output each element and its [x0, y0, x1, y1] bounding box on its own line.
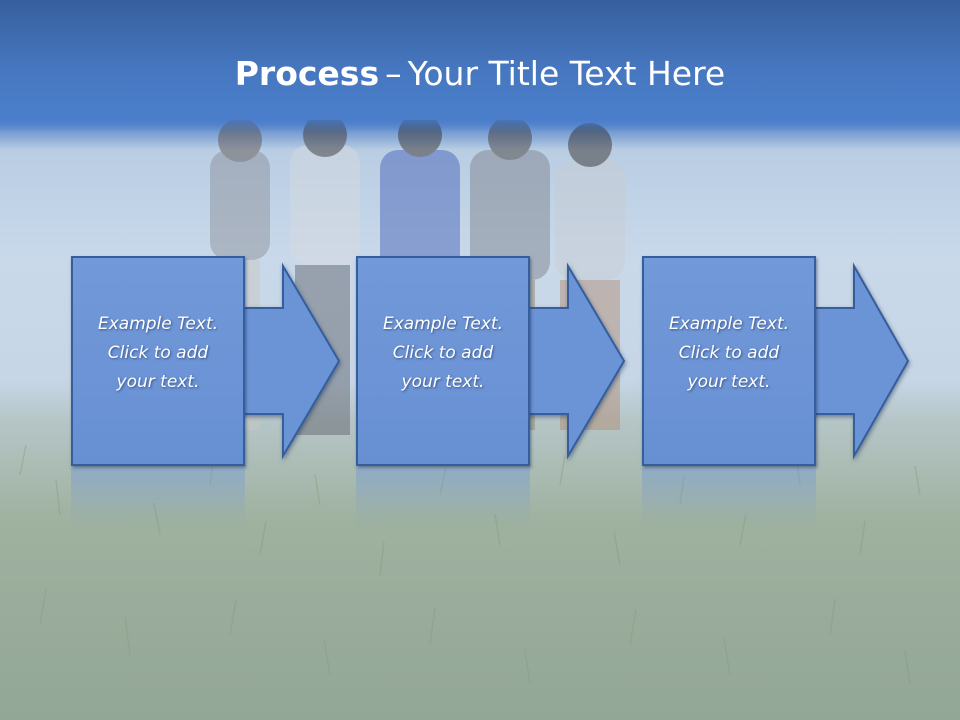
step-text-line: your text. — [116, 372, 200, 392]
step-box[interactable] — [642, 256, 816, 466]
step-text-line: Example Text. — [382, 314, 504, 334]
step-text-line: Click to add — [392, 343, 494, 363]
step-text[interactable]: Example Text. Click to add your text. — [356, 310, 530, 397]
right-arrow-icon — [811, 262, 910, 460]
step-text-line: your text. — [687, 372, 771, 392]
step-text-line: Example Text. — [668, 314, 790, 334]
slide-title[interactable]: Process–Your Title Text Here — [0, 52, 960, 96]
step-text[interactable]: Example Text. Click to add your text. — [71, 310, 245, 397]
process-step-2[interactable]: Example Text. Click to add your text. — [356, 256, 626, 526]
process-step-3[interactable]: Example Text. Click to add your text. — [642, 256, 912, 526]
title-band — [0, 0, 960, 132]
step-text[interactable]: Example Text. Click to add your text. — [642, 310, 816, 397]
step-text-line: Click to add — [107, 343, 209, 363]
right-arrow-icon — [525, 262, 626, 460]
step-text-line: your text. — [401, 372, 485, 392]
title-dash: – — [385, 54, 402, 93]
step-reflection — [356, 468, 530, 526]
step-box[interactable] — [71, 256, 245, 466]
step-text-line: Click to add — [678, 343, 780, 363]
step-box[interactable] — [356, 256, 530, 466]
step-reflection — [71, 468, 245, 526]
title-bold-part: Process — [234, 54, 380, 93]
process-step-1[interactable]: Example Text. Click to add your text. — [71, 256, 341, 526]
title-rest-part: Your Title Text Here — [407, 54, 726, 93]
right-arrow-icon — [240, 262, 341, 460]
step-text-line: Example Text. — [97, 314, 219, 334]
step-reflection — [642, 468, 816, 526]
